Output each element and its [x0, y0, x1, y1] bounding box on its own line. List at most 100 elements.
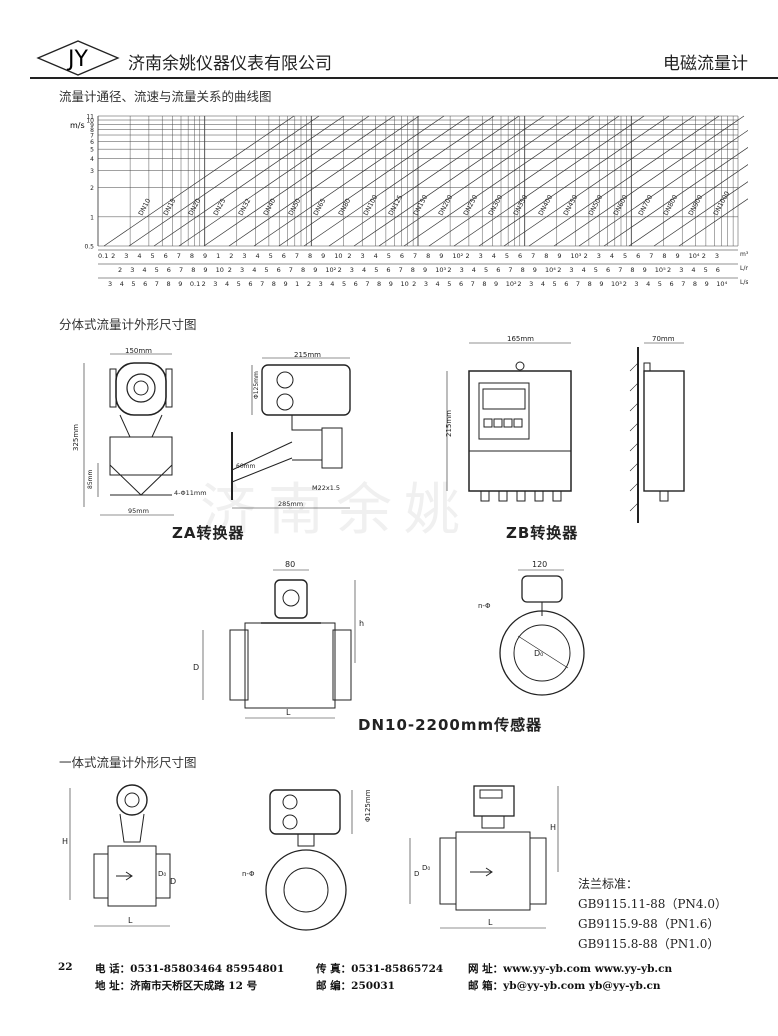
scale-label: 6: [606, 266, 610, 274]
scale-label: 7: [289, 266, 293, 274]
integral2-nphi: n-Φ: [242, 870, 255, 878]
scale-label: 6: [636, 252, 640, 260]
dn-series-line: [153, 115, 345, 247]
scale-label: 5: [237, 280, 241, 288]
scale-label: 6: [282, 252, 286, 260]
scale-label: 8: [521, 266, 525, 274]
footer-zip: 邮 编：250031: [316, 980, 395, 992]
za-dim-215: 215mm: [294, 351, 321, 359]
scale-label: 5: [387, 252, 391, 260]
scale-label: 10³: [571, 252, 582, 260]
scale-label: 10⁴: [689, 252, 700, 260]
dn-series-line: [103, 115, 295, 247]
scale-label: 10: [216, 266, 224, 274]
y-tick-label: 7: [90, 133, 94, 140]
scale-label: 8: [272, 280, 276, 288]
scale-label: 2: [667, 266, 671, 274]
y-tick-label: 0.5: [84, 244, 94, 251]
scale-label: 5: [264, 266, 268, 274]
scale-label: 10⁵: [655, 266, 666, 274]
scale-label: 3: [130, 266, 134, 274]
dn-series-line: [403, 115, 595, 247]
scale-label: 3: [108, 280, 112, 288]
za-dim-95: 95mm: [128, 507, 149, 515]
scale-label: 9: [676, 252, 680, 260]
y-tick-label: 2: [90, 185, 94, 192]
scale-label: 5: [342, 280, 346, 288]
scale-label: 1: [295, 280, 299, 288]
scale-label: 9: [389, 280, 393, 288]
dn-series-line: [228, 115, 420, 247]
scale-label: 7: [618, 266, 622, 274]
dn-series-label: DN40: [262, 197, 278, 217]
dn-series-line: [578, 129, 748, 247]
scale-label: 7: [531, 252, 535, 260]
dn-series-line: [553, 115, 745, 247]
scale-label: 8: [191, 266, 195, 274]
scale-label: 9: [203, 266, 207, 274]
scale-label: 8: [630, 266, 634, 274]
scale-label: 9: [643, 266, 647, 274]
scale-unit: m³/h: [740, 251, 748, 258]
scale-label: 5: [269, 252, 273, 260]
scale-label: 3: [350, 266, 354, 274]
dn-series-line: [378, 115, 570, 247]
scale-label: 4: [610, 252, 614, 260]
scale-label: 10³: [435, 266, 446, 274]
scale-label: 5: [553, 280, 557, 288]
scale-label: 8: [662, 252, 666, 260]
za-dim-thread: M22x1.5: [312, 484, 340, 492]
header-rule: [30, 77, 778, 79]
dn-series-label: DN25: [212, 197, 228, 217]
scale-label: 7: [177, 252, 181, 260]
footer-web: 网 址：www.yy-yb.com www.yy-yb.cn: [468, 963, 673, 975]
footer-fax: 传 真：0531-85865724: [316, 963, 444, 975]
dn-series-line: [528, 115, 720, 247]
y-tick-label: 1: [90, 214, 94, 221]
scale-label: 10: [334, 252, 342, 260]
za-dim-hole: 4-Φ11mm: [174, 489, 207, 497]
scale-label: 10²: [325, 266, 336, 274]
scale-label: 2: [307, 280, 311, 288]
scale-label: 4: [541, 280, 545, 288]
sensor-dim-nphi: n-Φ: [478, 602, 491, 610]
scale-label: 7: [295, 252, 299, 260]
integral3-D0: D₀: [422, 864, 430, 872]
scale-label: 2: [623, 280, 627, 288]
scale-label: 2: [466, 252, 470, 260]
scale-label: 8: [693, 280, 697, 288]
dn-series-line: [253, 115, 445, 247]
scale-label: 6: [248, 280, 252, 288]
scale-label: 4: [646, 280, 650, 288]
split-section-title: 分体式流量计外形尺寸图: [59, 317, 197, 332]
dn-series-line: [203, 115, 395, 247]
logo-text: JY: [66, 47, 88, 72]
za-dim-285: 285mm: [278, 500, 303, 508]
integral1-H: H: [62, 837, 68, 846]
scale-unit: L/s: [740, 279, 748, 286]
integral1-D: D: [170, 877, 176, 886]
scale-label: 6: [354, 280, 358, 288]
scale-label: 6: [400, 252, 404, 260]
footer-mail: 邮 箱：yb@yy-yb.com yb@yy-yb.cn: [468, 980, 661, 992]
footer-phone: 电 话：0531-85803464 85954801: [95, 963, 285, 975]
y-tick-label: 4: [90, 156, 94, 163]
scale-label: 8: [190, 252, 194, 260]
scale-label: 2: [338, 266, 342, 274]
scale-label: 3: [213, 280, 217, 288]
scale-label: 9: [313, 266, 317, 274]
scale-label: 3: [240, 266, 244, 274]
scale-label: 6: [143, 280, 147, 288]
scale-label: 3: [597, 252, 601, 260]
scale-label: 6: [670, 280, 674, 288]
scale-label: 2: [412, 280, 416, 288]
scale-label: 5: [704, 266, 708, 274]
sensor-dim-D0: D₀: [534, 649, 543, 658]
scale-label: 4: [330, 280, 334, 288]
scale-label: 3: [529, 280, 533, 288]
scale-label: 9: [705, 280, 709, 288]
scale-label: 7: [508, 266, 512, 274]
dn-series-line: [178, 115, 370, 247]
scale-label: 4: [120, 280, 124, 288]
